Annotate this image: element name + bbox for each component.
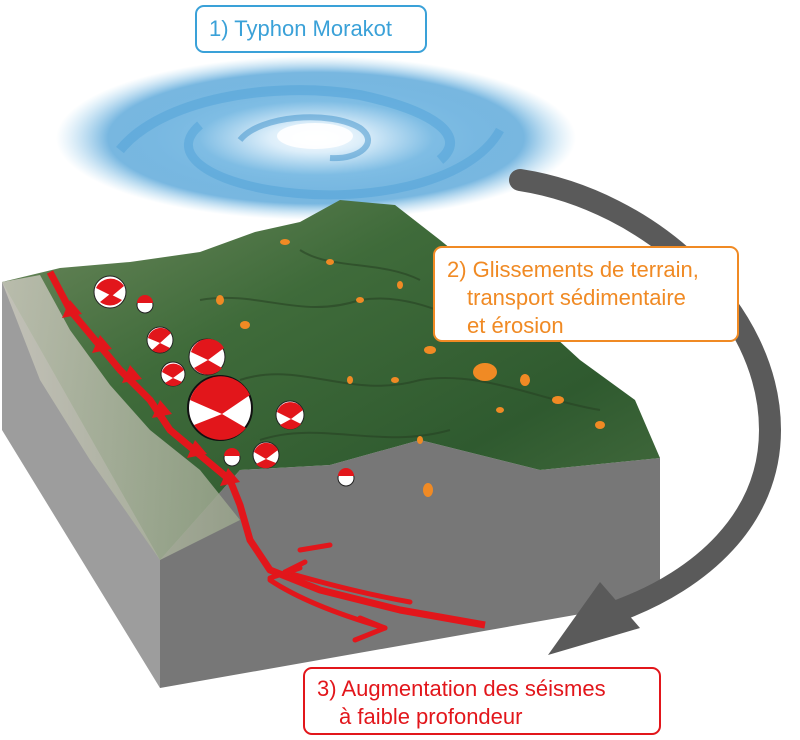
typhoon-cloud — [56, 56, 576, 220]
block-front-face — [160, 440, 660, 688]
landslides-label-line2: transport sédimentaire — [467, 285, 686, 310]
earthquakes-label-box: 3) Augmentation des séismes à faible pro… — [303, 667, 661, 735]
earthquakes-label-line2: à faible profondeur — [339, 704, 523, 729]
landslide-patches — [216, 239, 605, 497]
focal-mechanisms — [93, 275, 355, 487]
fault-slip-arrows — [267, 542, 413, 643]
beachball-icon — [93, 275, 127, 309]
beachball-icon — [136, 295, 154, 314]
typhoon-label: 1) Typhon Morakot — [209, 16, 393, 41]
arrow-head-icon — [548, 582, 640, 655]
landslides-label-line3: et érosion — [467, 313, 564, 338]
curved-arrow-icon — [509, 169, 782, 621]
beachball-icon — [275, 400, 305, 430]
fault-trace — [46, 270, 486, 629]
earthquakes-label-line1: 3) Augmentation des séismes — [317, 676, 606, 701]
landslides-label-line1: 2) Glissements de terrain, — [447, 257, 699, 282]
valley-floodplain — [2, 275, 240, 560]
beachball-icon — [337, 468, 355, 487]
beachball-icon — [160, 361, 186, 387]
beachball-icon — [252, 441, 280, 469]
typhoon-label-box: 1) Typhon Morakot — [195, 5, 427, 53]
landslides-label-box: 2) Glissements de terrain, transport séd… — [433, 246, 739, 342]
beachball-icon — [223, 448, 241, 467]
block-left-face — [2, 282, 160, 688]
beachball-icon — [187, 375, 253, 441]
beachball-icon — [188, 338, 226, 376]
beachball-icon — [146, 326, 174, 354]
